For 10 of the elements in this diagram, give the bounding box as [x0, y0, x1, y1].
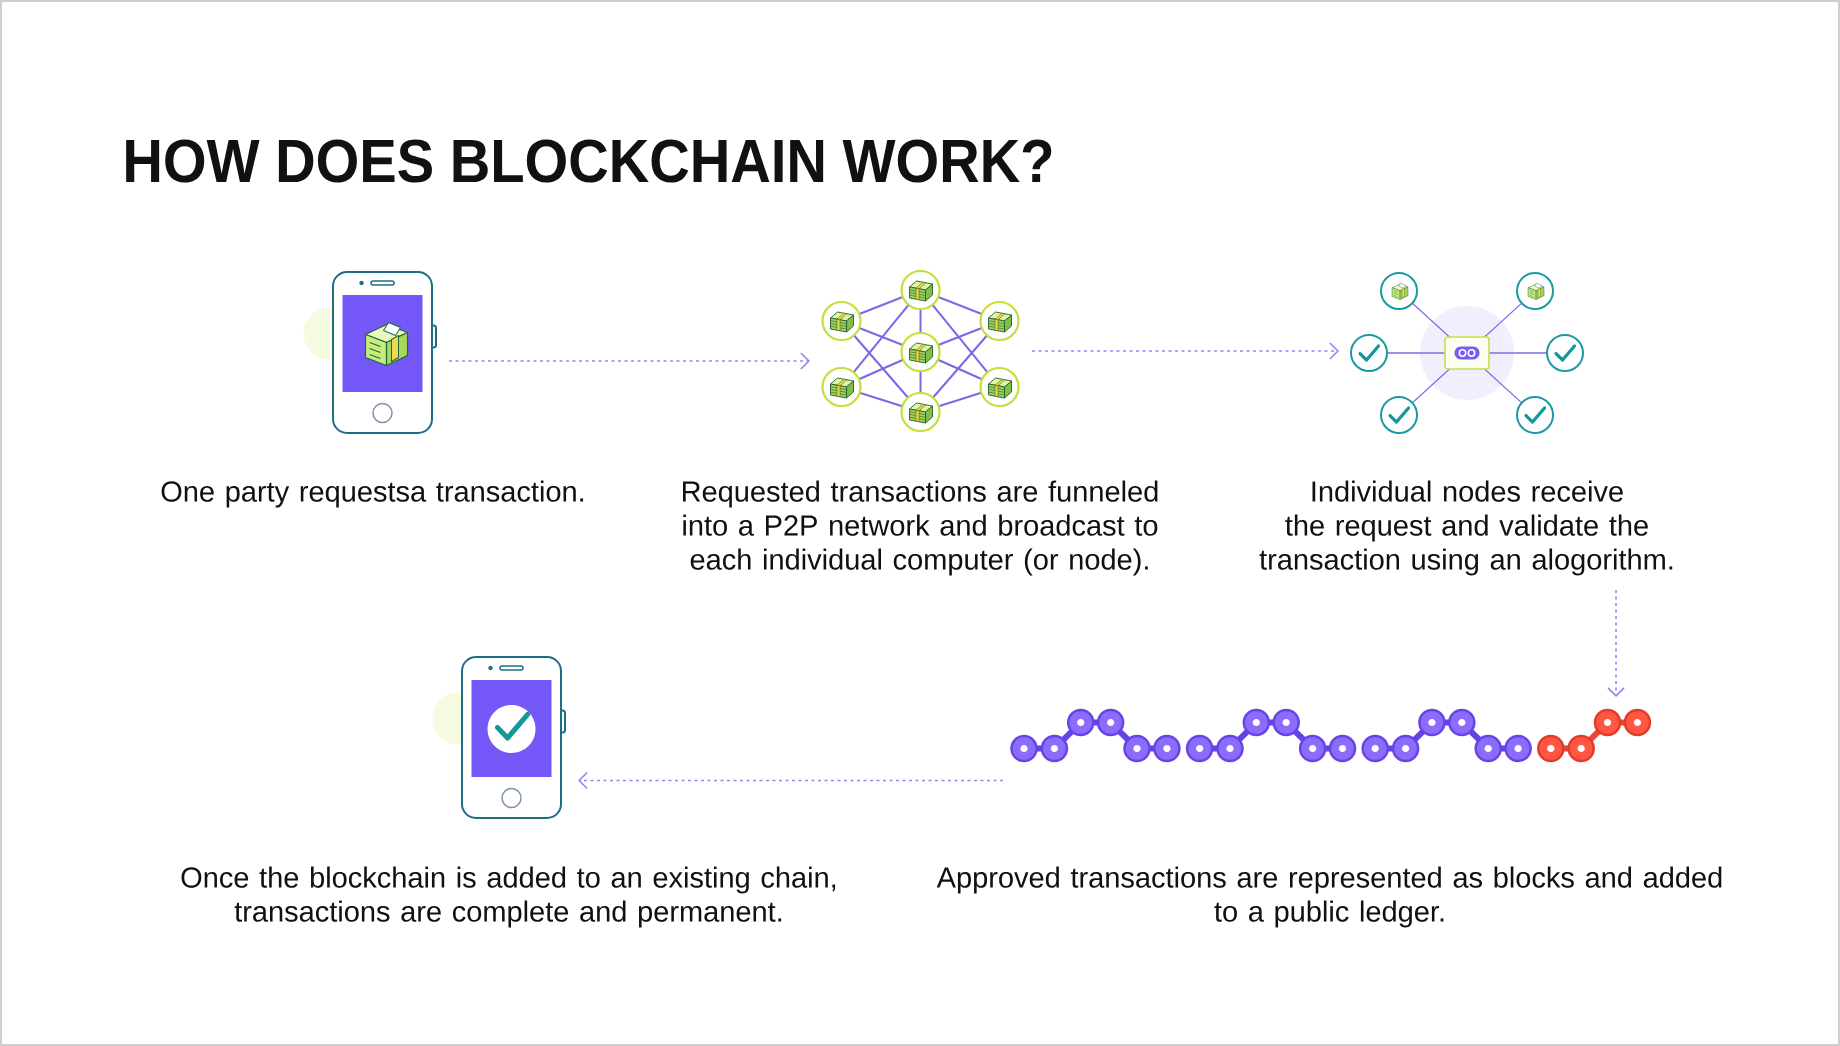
arrow: [1031, 342, 1340, 360]
node-label: Requested transactions are funneled into a P2P network and broadcast to each individual computer (or node).: [683, 480, 1158, 576]
title: HOW DOES BLOCKCHAIN WORK?: [126, 139, 1052, 183]
arrow: [578, 771, 1004, 790]
arrow: [448, 352, 811, 370]
node-label: Once the blockchain is added to an existing chain, transactions are complete and permanent.: [181, 866, 836, 928]
node-label: One party requestsa transaction.: [161, 480, 584, 508]
arrow: [1607, 589, 1625, 697]
node-label: Individual nodes receive the request and validate the transaction using an alogorithm.: [1259, 480, 1673, 576]
node-label: Approved transactions are represented as blocks and added to a public ledger.: [936, 866, 1722, 928]
